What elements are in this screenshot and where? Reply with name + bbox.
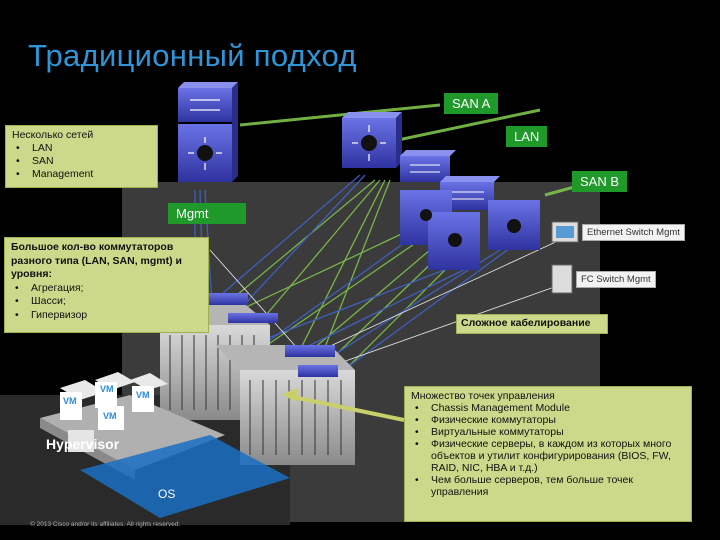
list-item: Агрегация;	[15, 282, 202, 296]
vm-label: VM	[103, 411, 117, 421]
list-item: Чем больше серверов, тем больше точек уп…	[415, 474, 685, 498]
list-item: Chassis Management Module	[415, 402, 685, 414]
mgmt-points-note: Множество точек управления Chassis Manag…	[404, 386, 692, 522]
list-item: Физические серверы, в каждом из которых …	[415, 438, 685, 474]
lan-core-switch	[342, 112, 402, 168]
list-item: SAN	[16, 155, 151, 168]
page-title: Традиционный подход	[28, 38, 357, 73]
san-switch	[400, 150, 500, 210]
fc-mgmt-station	[551, 264, 573, 294]
networks-note: Несколько сетей LAN SAN Management	[5, 125, 158, 188]
san-b-tag: SAN B	[572, 171, 628, 192]
list-item: Физические коммутаторы	[415, 414, 685, 426]
mgmt-tag: Mgmt	[168, 203, 246, 224]
list-item: Management	[16, 168, 151, 181]
os-label: OS	[158, 487, 176, 501]
hypervisor-label: Hypervisor	[46, 436, 120, 452]
list-item: LAN	[16, 142, 151, 155]
fc-mgmt-label: FC Switch Mgmt	[576, 271, 656, 288]
vm-label: VM	[100, 384, 114, 394]
switches-note-heading: Большое кол-во коммутаторов разного типа…	[11, 241, 182, 280]
vm-cubes	[60, 372, 168, 452]
fabric-interconnect	[200, 293, 338, 377]
mgmt-points-heading: Множество точек управления	[411, 390, 555, 402]
list-item: Гипервизор	[15, 309, 202, 323]
cabling-label: Сложное кабелирование	[456, 314, 608, 334]
networks-note-heading: Несколько сетей	[12, 129, 94, 141]
networks-list: LAN SAN Management	[12, 142, 151, 181]
list-item: Виртуальные коммутаторы	[415, 426, 685, 438]
os-tile	[80, 435, 290, 518]
switches-note: Большое кол-во коммутаторов разного типа…	[4, 237, 209, 333]
mgmt-points-list: Chassis Management Module Физические ком…	[411, 402, 685, 498]
list-item: Шасси;	[15, 295, 202, 309]
switches-list: Агрегация; Шасси; Гипервизор	[11, 282, 202, 323]
copyright-footer: © 2013 Cisco and/or its affiliates. All …	[30, 521, 181, 528]
blade-chassis-right	[215, 345, 355, 465]
ethernet-mgmt-label: Ethernet Switch Mgmt	[582, 224, 685, 241]
lan-tag: LAN	[506, 126, 548, 147]
vm-label: VM	[136, 390, 150, 400]
vm-label: VM	[63, 396, 77, 406]
ethernet-mgmt-station	[551, 221, 579, 243]
san-a-tag: SAN A	[444, 93, 499, 114]
pointer-arrow	[287, 394, 405, 422]
aggregation-switch-left	[178, 82, 238, 182]
access-switch	[400, 190, 540, 270]
